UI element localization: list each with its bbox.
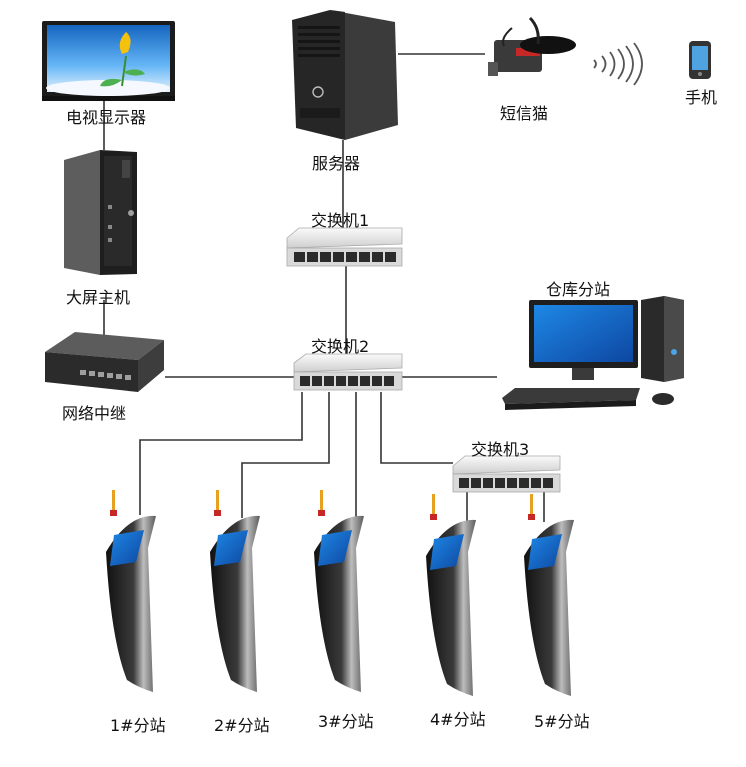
station1-label: 1#分站 — [110, 716, 166, 735]
switch3-label: 交换机3 — [471, 440, 530, 459]
phone-label: 手机 — [685, 88, 718, 107]
kiosk-2-icon — [210, 490, 260, 692]
network-repeater-label: 网络中继 — [62, 404, 127, 423]
station5-label: 5#分站 — [534, 712, 590, 731]
server-label: 服务器 — [312, 154, 361, 173]
kiosk-1-icon — [106, 490, 156, 692]
station3-label: 3#分站 — [318, 712, 374, 731]
mobile-phone-icon — [689, 41, 711, 79]
connection-lines — [103, 53, 545, 522]
switch2-icon — [293, 353, 403, 391]
switch1-icon — [286, 227, 403, 267]
tv-monitor-icon — [42, 21, 175, 101]
tower-server-icon — [292, 10, 398, 140]
switch2-label: 交换机2 — [311, 337, 370, 356]
wireless-signal-icon — [593, 42, 643, 86]
switch3-icon — [452, 455, 561, 493]
line-switch2-station1 — [139, 392, 303, 515]
sms-modem-label: 短信猫 — [500, 104, 549, 123]
line-switch2-switch3 — [380, 392, 453, 464]
station2-label: 2#分站 — [214, 716, 270, 735]
warehouse-station-label: 仓库分站 — [546, 280, 611, 299]
station4-label: 4#分站 — [430, 710, 486, 729]
kiosk-4-icon — [426, 494, 476, 696]
network-repeater-icon — [45, 332, 164, 392]
big-screen-host-label: 大屏主机 — [66, 288, 131, 307]
gsm-modem-icon — [488, 16, 576, 76]
desktop-computer-icon — [502, 296, 684, 410]
tv-display-label: 电视显示器 — [66, 108, 147, 127]
switch1-label: 交换机1 — [311, 211, 370, 230]
line-switch2-station2 — [241, 392, 330, 518]
desktop-tower-icon — [64, 150, 137, 275]
kiosk-5-icon — [524, 494, 574, 696]
kiosk-3-icon — [314, 490, 364, 692]
